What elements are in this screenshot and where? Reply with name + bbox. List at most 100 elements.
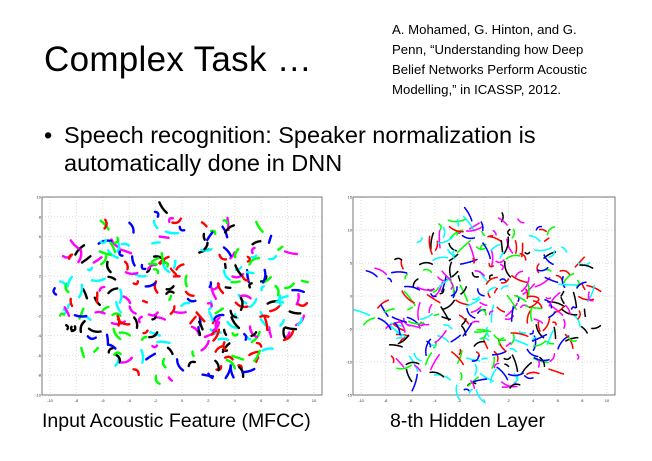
- scatter-trajectory: [394, 257, 403, 261]
- scatter-trajectory: [65, 324, 70, 331]
- scatter-trajectory: [380, 303, 389, 317]
- scatter-trajectory: [581, 282, 586, 291]
- scatter-trajectory: [153, 210, 160, 218]
- scatter-trajectory: [526, 309, 532, 324]
- scatter-trajectory: [404, 285, 421, 292]
- scatter-trajectory: [201, 373, 215, 378]
- scatter-trajectory: [434, 240, 439, 252]
- scatter-trajectory: [476, 329, 493, 333]
- scatter-trajectory: [260, 285, 265, 292]
- scatter-trajectory: [231, 332, 239, 337]
- scatter-trajectory: [151, 241, 161, 245]
- scatter-trajectory: [147, 262, 158, 266]
- scatter-trajectory: [539, 356, 546, 367]
- scatter-trajectory: [250, 331, 258, 338]
- scatter-trajectory: [560, 246, 568, 253]
- scatter-trajectory: [458, 314, 470, 325]
- scatter-trajectory: [587, 296, 594, 302]
- scatter-trajectory: [548, 249, 556, 258]
- scatter-trajectory: [408, 355, 419, 373]
- scatter-trajectory: [222, 269, 232, 281]
- scatter-trajectory: [481, 230, 486, 237]
- scatter-trajectory: [553, 326, 557, 340]
- scatter-trajectory: [279, 318, 285, 327]
- scatter-trajectory: [488, 235, 503, 243]
- scatter-trajectory: [461, 318, 467, 326]
- scatter-trajectory: [458, 348, 462, 356]
- scatter-trajectory: [137, 315, 144, 324]
- scatter-trajectory: [68, 253, 74, 260]
- scatter-trajectory: [132, 280, 140, 286]
- x-tick-label: -8: [384, 398, 388, 403]
- scatter-trajectory: [288, 310, 302, 315]
- scatter-trajectory: [514, 240, 518, 254]
- scatter-trajectory: [297, 301, 309, 307]
- scatter-trajectory: [69, 297, 74, 308]
- scatter-trajectory: [58, 312, 66, 317]
- scatter-trajectory: [441, 270, 452, 281]
- y-tick-label: 8: [39, 214, 42, 219]
- bullet-marker: •: [44, 122, 53, 148]
- scatter-trajectory: [524, 251, 531, 255]
- scatter-trajectory: [491, 351, 507, 356]
- scatter-trajectory: [158, 235, 170, 240]
- scatter-trajectory: [180, 301, 191, 308]
- scatter-trajectory: [98, 285, 106, 292]
- scatter-trajectory: [383, 307, 395, 314]
- scatter-trajectory: [209, 229, 217, 236]
- scatter-trajectory: [161, 357, 167, 369]
- scatter-trajectory: [532, 300, 543, 309]
- scatter-trajectory: [586, 284, 596, 303]
- scatter-trajectory: [275, 300, 285, 304]
- scatter-trajectory: [416, 237, 423, 244]
- scatter-trajectory: [404, 273, 409, 280]
- scatter-trajectory: [463, 206, 473, 222]
- scatter-trajectory: [463, 388, 470, 392]
- scatter-trajectory: [537, 321, 542, 333]
- scatter-trajectory: [475, 389, 486, 404]
- scatter-trajectory: [158, 201, 168, 215]
- scatter-trajectory: [520, 276, 530, 292]
- scatter-trajectory: [431, 256, 449, 262]
- scatter-trajectory: [261, 268, 267, 284]
- scatter-trajectory: [526, 371, 540, 375]
- x-tick-label: -10: [358, 398, 365, 403]
- scatter-trajectory: [576, 353, 580, 361]
- scatter-trajectory: [405, 368, 413, 383]
- scatter-trajectory: [148, 331, 159, 339]
- scatter-trajectory: [285, 331, 291, 338]
- scatter-trajectory: [248, 282, 253, 289]
- citation-line: Penn, “Understanding how Deep: [392, 42, 584, 57]
- scatter-trajectory: [107, 287, 119, 295]
- scatter-trajectory: [560, 290, 565, 298]
- scatter-trajectory: [496, 366, 509, 381]
- scatter-trajectory: [222, 219, 229, 225]
- scatter-trajectory: [543, 236, 551, 242]
- scatter-trajectory: [291, 288, 305, 294]
- scatter-trajectory: [549, 352, 556, 362]
- x-tick-label: 8: [286, 398, 289, 403]
- scatter-trajectory: [98, 250, 112, 257]
- scatter-trajectory: [469, 222, 480, 230]
- scatter-trajectory: [470, 380, 476, 390]
- scatter-trajectory: [486, 286, 497, 294]
- scatter-trajectory: [442, 299, 456, 311]
- y-tick-label: -4: [37, 333, 41, 338]
- scatter-trajectory: [580, 326, 588, 334]
- scatter-trajectory: [511, 228, 516, 239]
- scatter-trajectory: [255, 220, 264, 233]
- scatter-trajectory: [248, 297, 258, 309]
- bullet-line: Speech recognition: Speaker normalizatio…: [64, 122, 536, 148]
- scatter-trajectory: [99, 219, 110, 231]
- scatter-trajectory: [548, 291, 562, 307]
- scatter-trajectory: [578, 295, 595, 301]
- scatter-trajectory: [574, 256, 586, 268]
- scatter-trajectory: [80, 255, 92, 264]
- scatter-trajectory: [572, 290, 578, 309]
- scatter-trajectory: [167, 376, 174, 382]
- scatter-trajectory: [504, 315, 515, 321]
- scatter-trajectory: [412, 278, 419, 288]
- scatter-trajectory: [120, 356, 133, 364]
- scatter-trajectory: [499, 263, 505, 271]
- scatter-trajectory: [173, 310, 187, 314]
